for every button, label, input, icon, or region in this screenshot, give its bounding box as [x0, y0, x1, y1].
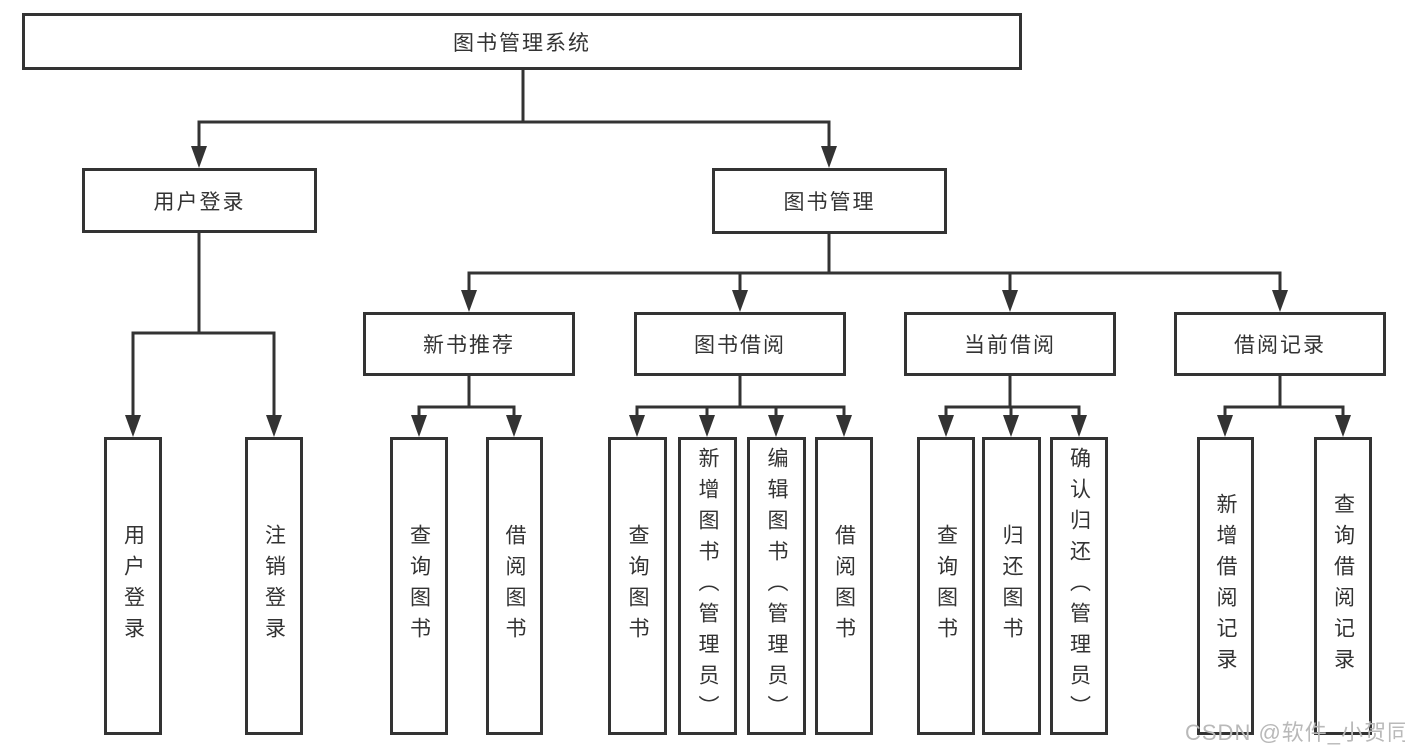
node-user-login-leaf: 用户登录 — [104, 437, 162, 735]
node-current-return-book: 归还图书 — [982, 437, 1041, 735]
node-records-add-borrow-record: 新增借阅记录 — [1197, 437, 1254, 735]
node-current-confirm-return-admin: 确认归还（管理员） — [1050, 437, 1108, 735]
node-borrowing-borrow-book: 借阅图书 — [815, 437, 873, 735]
node-new-book-recommendation: 新书推荐 — [363, 312, 575, 376]
node-user-login-branch: 用户登录 — [82, 168, 317, 233]
node-borrowing-add-book-admin: 新增图书（管理员） — [678, 437, 737, 735]
node-book-management-branch: 图书管理 — [712, 168, 947, 234]
watermark: CSDN @软件_小贺同学 — [1185, 720, 1405, 745]
node-current-borrowing: 当前借阅 — [904, 312, 1116, 376]
node-library-management-system: 图书管理系统 — [22, 13, 1022, 70]
node-current-query-book: 查询图书 — [917, 437, 975, 735]
node-records-query-borrow-record: 查询借阅记录 — [1314, 437, 1372, 735]
node-borrowing-records: 借阅记录 — [1174, 312, 1386, 376]
node-logout-leaf: 注销登录 — [245, 437, 303, 735]
node-borrowing-query-book: 查询图书 — [608, 437, 667, 735]
node-borrowing-edit-book-admin: 编辑图书（管理员） — [747, 437, 806, 735]
node-recommend-borrow-book: 借阅图书 — [486, 437, 543, 735]
node-recommend-query-book: 查询图书 — [390, 437, 448, 735]
node-book-borrowing: 图书借阅 — [634, 312, 846, 376]
